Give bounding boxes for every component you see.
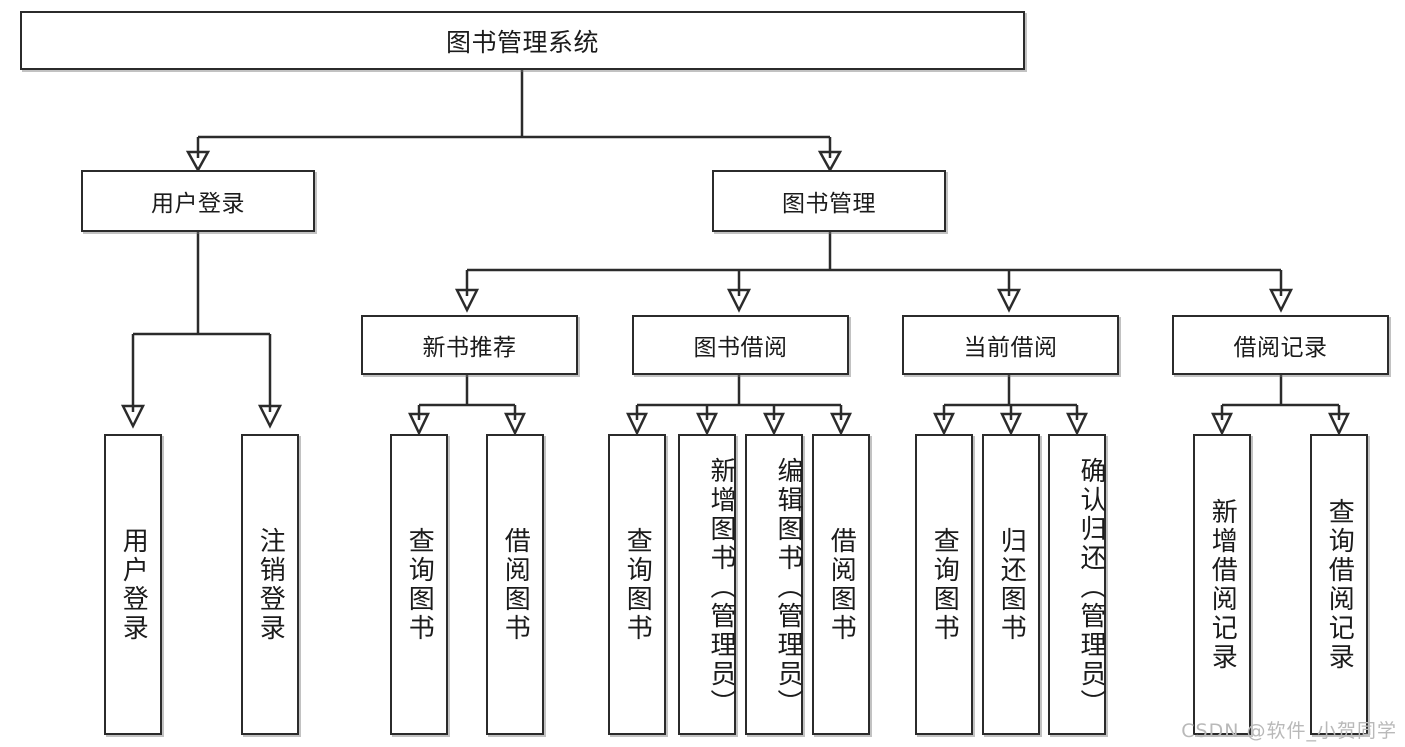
node-label: 编辑图书（管理员） [773,457,803,718]
leaf-borrow-borrow-books[interactable]: 借阅图书 [812,434,870,735]
leaf-current-query-books[interactable]: 查询图书 [915,434,973,735]
leaf-record-add-borrow-record[interactable]: 新增借阅记录 [1193,434,1251,735]
arrowhead-book-mgmt [817,150,843,173]
leaf-user-login-logout[interactable]: 注销登录 [241,434,299,735]
node-label: 查询借阅记录 [1324,497,1355,672]
node-label: 图书管理系统 [445,27,599,57]
node-label: 借阅图书 [500,526,531,643]
node-label: 图书借阅 [693,335,788,361]
node-label: 当前借阅 [963,335,1058,361]
arrowhead-record-c2 [1328,412,1350,436]
node-label: 新增借阅记录 [1207,497,1238,672]
leaf-current-return-books[interactable]: 归还图书 [982,434,1040,735]
leaf-borrow-add-book-admin[interactable]: 新增图书（管理员） [678,434,736,735]
node-label: 查询图书 [929,526,960,643]
leaf-borrow-edit-book-admin[interactable]: 编辑图书（管理员） [745,434,803,735]
node-label: 图书管理 [782,191,876,217]
arrowhead-user-login [185,150,211,173]
arrowhead-record-c1 [1211,412,1233,436]
arrowhead-borrow-c4 [830,412,852,436]
arrowhead-bookmgmt-c3 [996,288,1022,313]
arrowhead-borrow-c2 [696,412,718,436]
arrowhead-newbook-c1 [408,412,430,436]
leaf-record-query-borrow-record[interactable]: 查询借阅记录 [1310,434,1368,735]
leaf-current-confirm-return-admin[interactable]: 确认归还（管理员） [1048,434,1106,735]
csdn-watermark: CSDN @软件_小贺同学 [1181,720,1397,742]
arrowhead-bookmgmt-c4 [1268,288,1294,313]
node-label: 确认归还（管理员） [1076,457,1106,718]
arrowhead-current-c1 [933,412,955,436]
node-borrow-records[interactable]: 借阅记录 [1172,315,1389,375]
leaf-new-book-borrow-books[interactable]: 借阅图书 [486,434,544,735]
node-label: 新书推荐 [422,335,517,361]
node-label: 注销登录 [255,526,286,643]
node-label: 借阅记录 [1233,335,1328,361]
leaf-user-login-login[interactable]: 用户登录 [104,434,162,735]
node-current-borrowing[interactable]: 当前借阅 [902,315,1119,375]
node-label: 用户登录 [151,191,245,217]
node-label: 用户登录 [118,526,149,643]
arrowhead-borrow-c3 [763,412,785,436]
arrowhead-bookmgmt-c1 [454,288,480,313]
node-user-login[interactable]: 用户登录 [81,170,315,232]
node-label: 查询图书 [404,526,435,643]
node-label: 归还图书 [996,526,1027,643]
node-book-borrowing[interactable]: 图书借阅 [632,315,849,375]
node-label: 借阅图书 [826,526,857,643]
arrowhead-userlogin-c2 [257,404,283,429]
node-book-management[interactable]: 图书管理 [712,170,946,232]
leaf-borrow-query-books[interactable]: 查询图书 [608,434,666,735]
node-new-book-recommendation[interactable]: 新书推荐 [361,315,578,375]
arrowhead-current-c3 [1066,412,1088,436]
node-root-book-management-system[interactable]: 图书管理系统 [20,11,1025,70]
node-label: 查询图书 [622,526,653,643]
arrowhead-borrow-c1 [626,412,648,436]
arrowhead-bookmgmt-c2 [726,288,752,313]
arrowhead-current-c2 [1000,412,1022,436]
leaf-new-book-query-books[interactable]: 查询图书 [390,434,448,735]
arrowhead-newbook-c2 [504,412,526,436]
node-label: 新增图书（管理员） [706,457,736,718]
arrowhead-userlogin-c1 [120,404,146,429]
